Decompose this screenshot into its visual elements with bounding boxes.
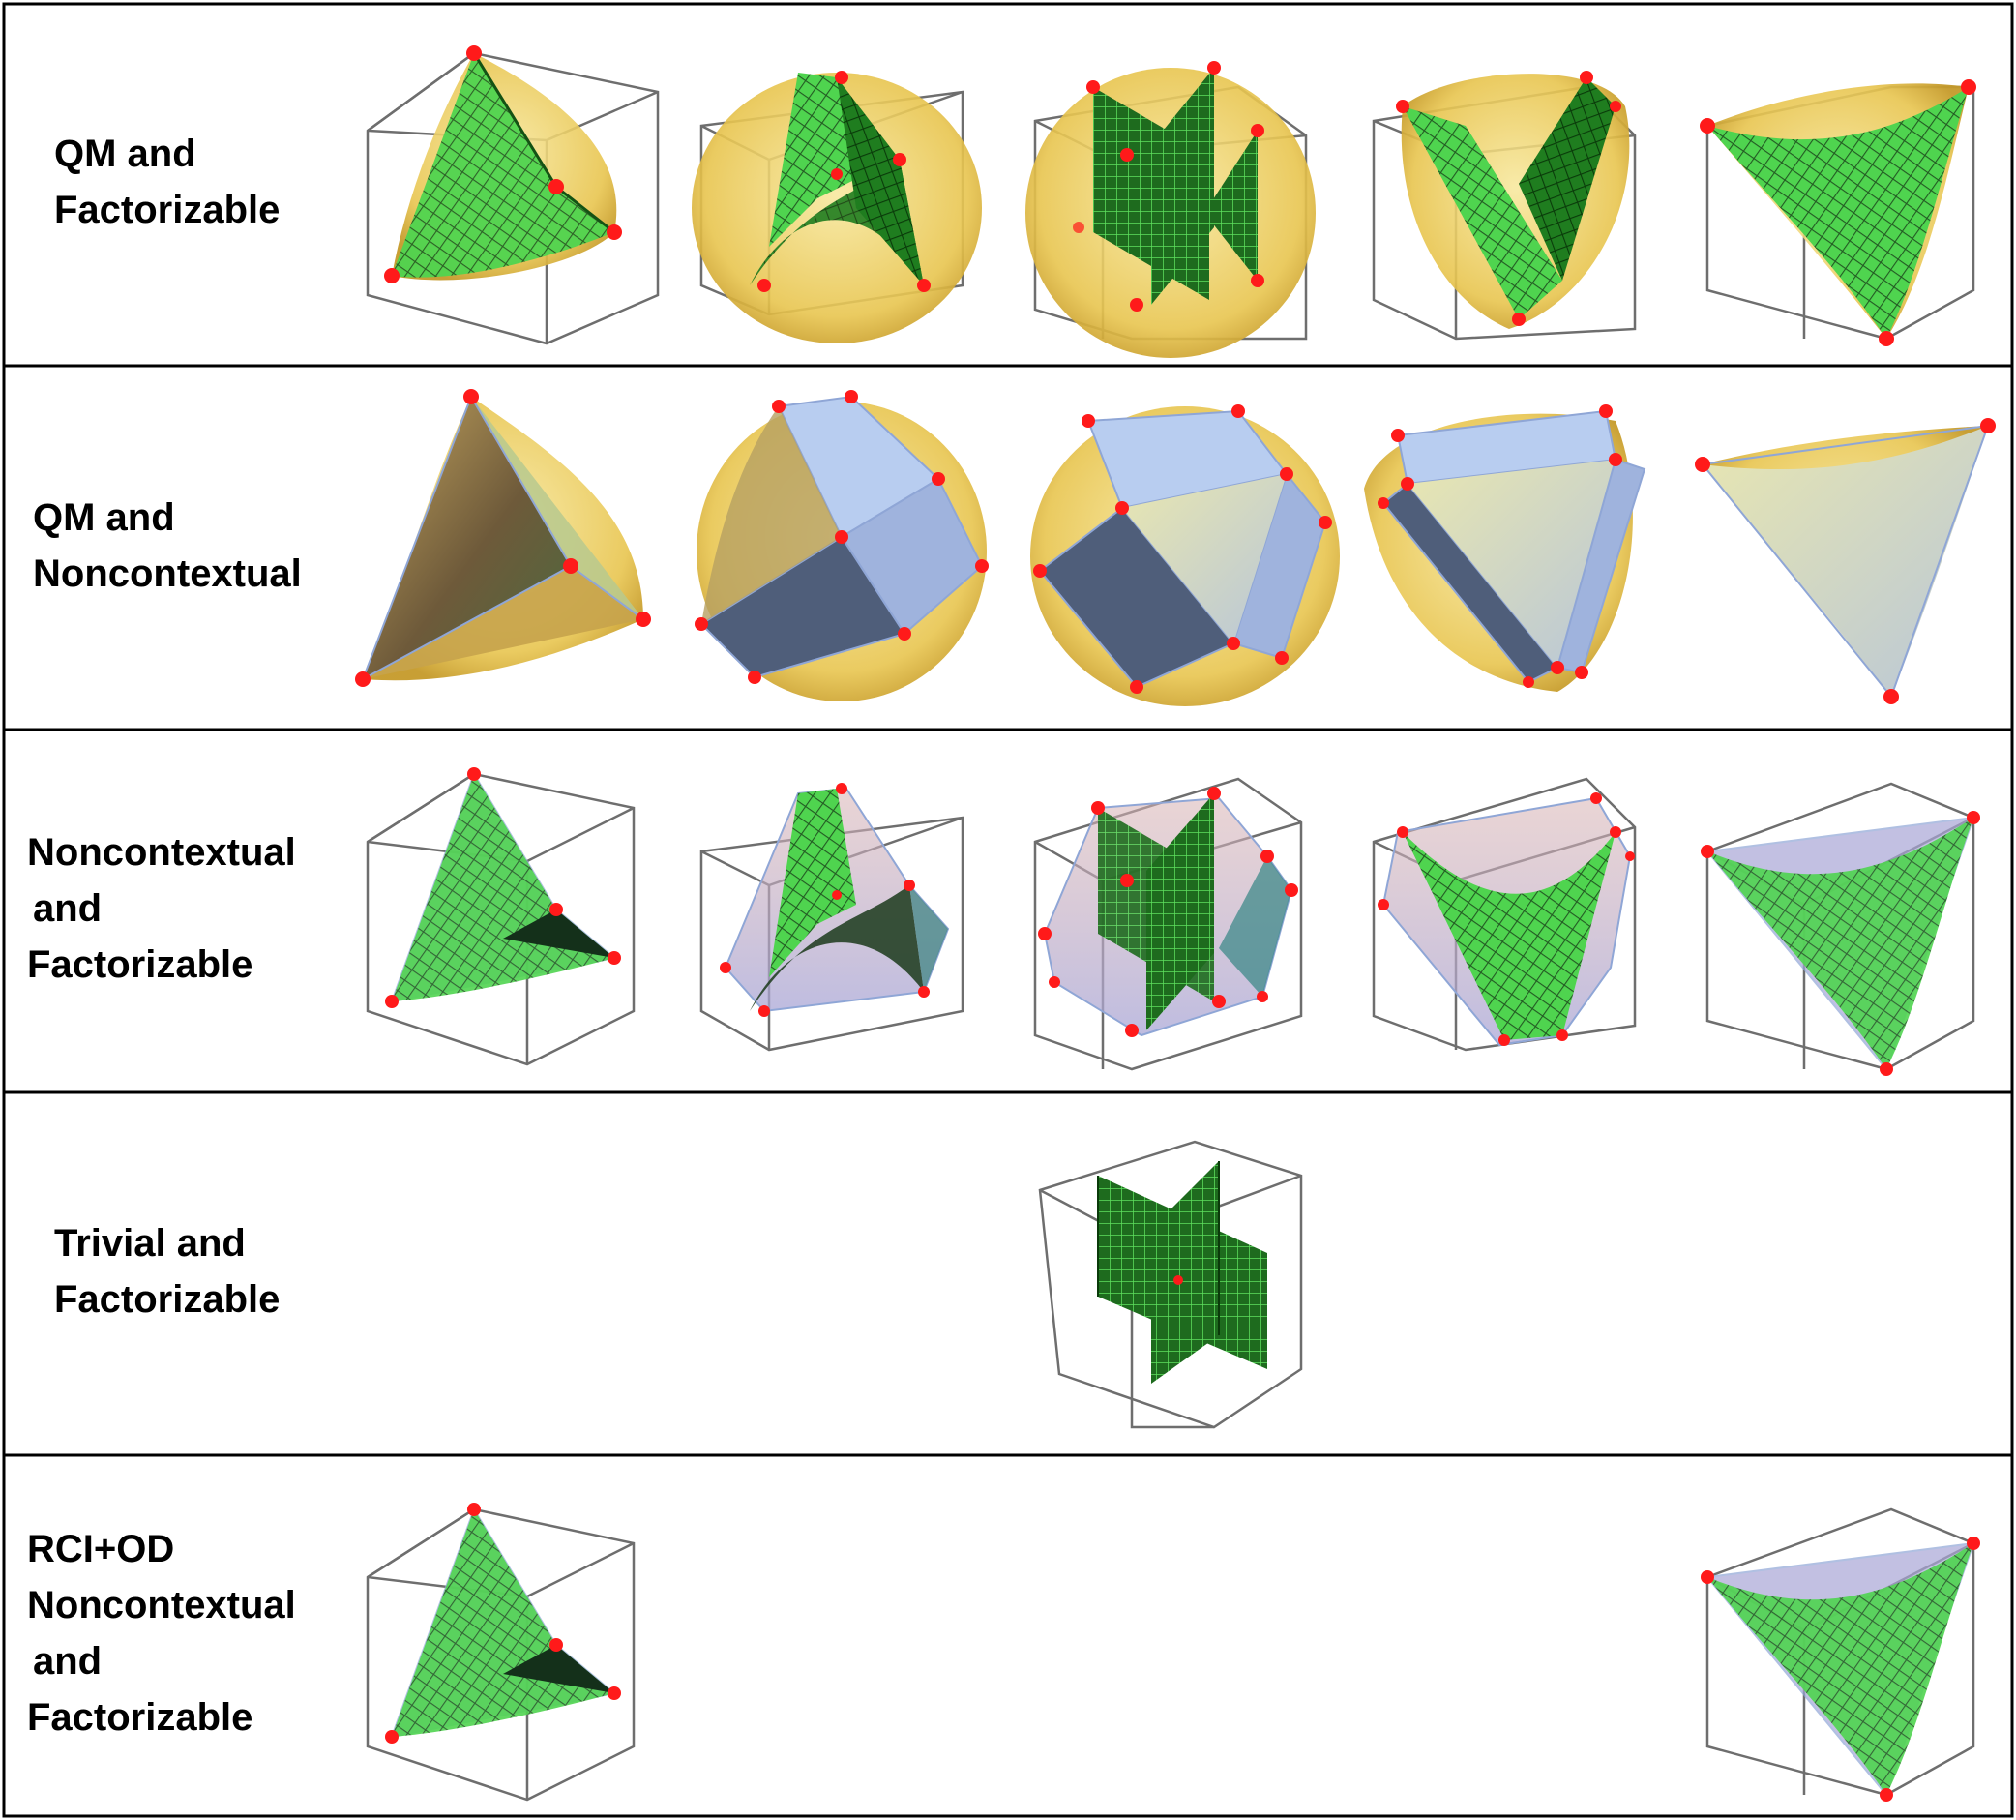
figure-tetra-solid: [355, 389, 651, 687]
row-rci-od-noncontextual-factorizable: [366, 1503, 1980, 1802]
figure-polytope-solid-c: [1364, 404, 1646, 692]
label-line: Factorizable: [27, 943, 253, 986]
row-label-noncontextual-factorizable: Noncontextual and Factorizable: [27, 824, 296, 993]
label-line: Factorizable: [54, 189, 281, 231]
figure-polytope-solid: [695, 390, 989, 701]
row-trivial-factorizable: [1038, 1140, 1303, 1429]
figure-saddle-hull-b: [1372, 777, 1637, 1052]
label-line: QM and: [54, 133, 196, 175]
label-line: Factorizable: [27, 1696, 253, 1739]
figure-tetra-saddle-shell-b: [1700, 79, 1976, 346]
label-line: Noncontextual: [27, 831, 296, 874]
label-line: Noncontextual: [27, 1584, 296, 1626]
figure-tetra-saddle-hull: [366, 767, 636, 1066]
label-line: and: [33, 1640, 103, 1683]
row-qm-factorizable: [366, 45, 1976, 358]
figure-tetra-saddle-hull-r5a: [366, 1503, 636, 1802]
figure-tetra-saddle-hull-b: [1701, 782, 1980, 1076]
row-label-qm-factorizable: QM and Factorizable: [54, 126, 280, 238]
row-label-qm-noncontextual: QM and Noncontextual: [33, 490, 302, 602]
figure-saddle-hull: [699, 783, 964, 1052]
figure-cross-planes: [1038, 1140, 1303, 1429]
label-line: Trivial and: [54, 1222, 246, 1265]
figure-tetra-solid-b: [1695, 418, 1996, 704]
row-label-trivial-factorizable: Trivial and Factorizable: [54, 1215, 280, 1328]
figure-tetra-saddle-shell: [366, 45, 660, 345]
label-line: Noncontextual: [33, 552, 302, 595]
row-label-rci-od-noncontextual-factorizable: RCI+OD Noncontextual and Factorizable: [27, 1521, 296, 1745]
figure-cross-hull: [1033, 777, 1303, 1071]
figure-bulge-saddle-shell: [692, 71, 982, 343]
figure-polytope-solid-b: [1030, 404, 1340, 706]
figure-bulge-saddle-shell-b: [1372, 71, 1637, 341]
row-noncontextual-factorizable: [366, 767, 1980, 1076]
label-line: and: [33, 887, 103, 930]
figure-tetra-saddle-hull-r5b: [1701, 1507, 1980, 1802]
label-line: QM and: [33, 496, 175, 539]
label-line: Factorizable: [54, 1278, 281, 1321]
figure-cross-saddle-shell: [1025, 61, 1316, 358]
label-line: RCI+OD: [27, 1528, 175, 1570]
row-qm-noncontextual: [355, 389, 1996, 706]
